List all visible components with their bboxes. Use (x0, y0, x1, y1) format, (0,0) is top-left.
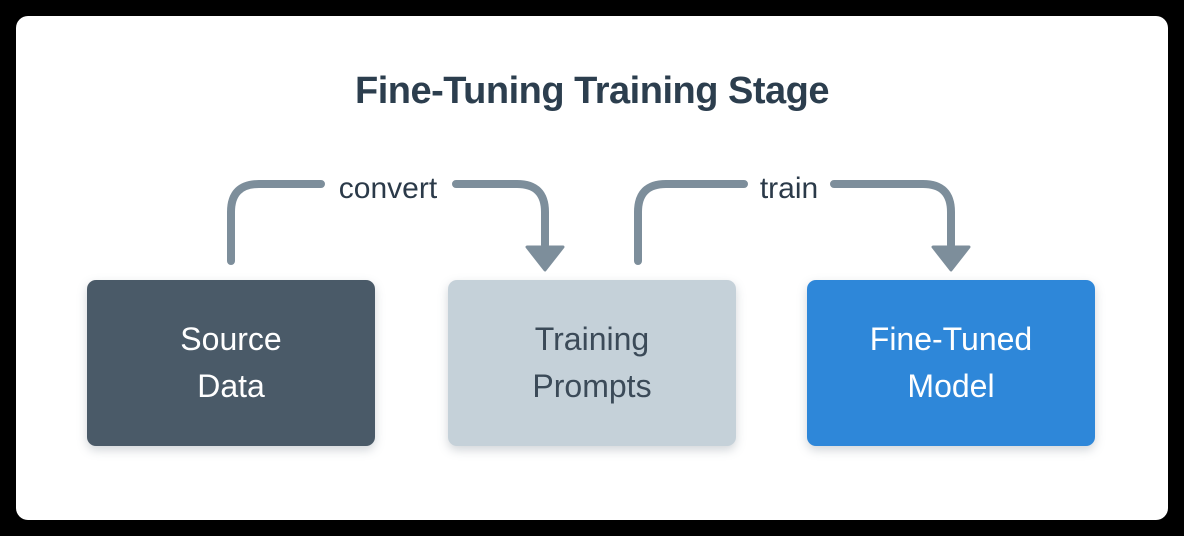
convert-arrowhead-icon (525, 245, 565, 272)
train-arrowhead-icon (931, 245, 971, 272)
train-edge-label: train (760, 172, 818, 205)
node-label-line: Model (907, 368, 995, 404)
node-training-prompts: Training Prompts (448, 280, 736, 446)
node-label-line: Source (180, 321, 282, 357)
convert-edge-label: convert (339, 172, 438, 205)
node-label-line: Data (197, 368, 265, 404)
node-source-data: Source Data (87, 280, 375, 446)
node-label-line: Training (534, 321, 650, 357)
diagram-title: Fine-Tuning Training Stage (355, 70, 829, 112)
train-arrow-right-segment (830, 180, 955, 249)
train-arrow: train (634, 172, 971, 272)
train-arrow-left-segment (634, 180, 748, 265)
diagram-card: Fine-Tuning Training Stage convert train… (16, 16, 1168, 520)
node-label-line: Prompts (532, 368, 652, 404)
convert-arrow: convert (227, 172, 565, 272)
node-label-line: Fine-Tuned (869, 321, 1033, 357)
node-fine-tuned-model: Fine-Tuned Model (807, 280, 1095, 446)
convert-arrow-left-segment (227, 180, 325, 265)
convert-arrow-right-segment (452, 180, 549, 249)
